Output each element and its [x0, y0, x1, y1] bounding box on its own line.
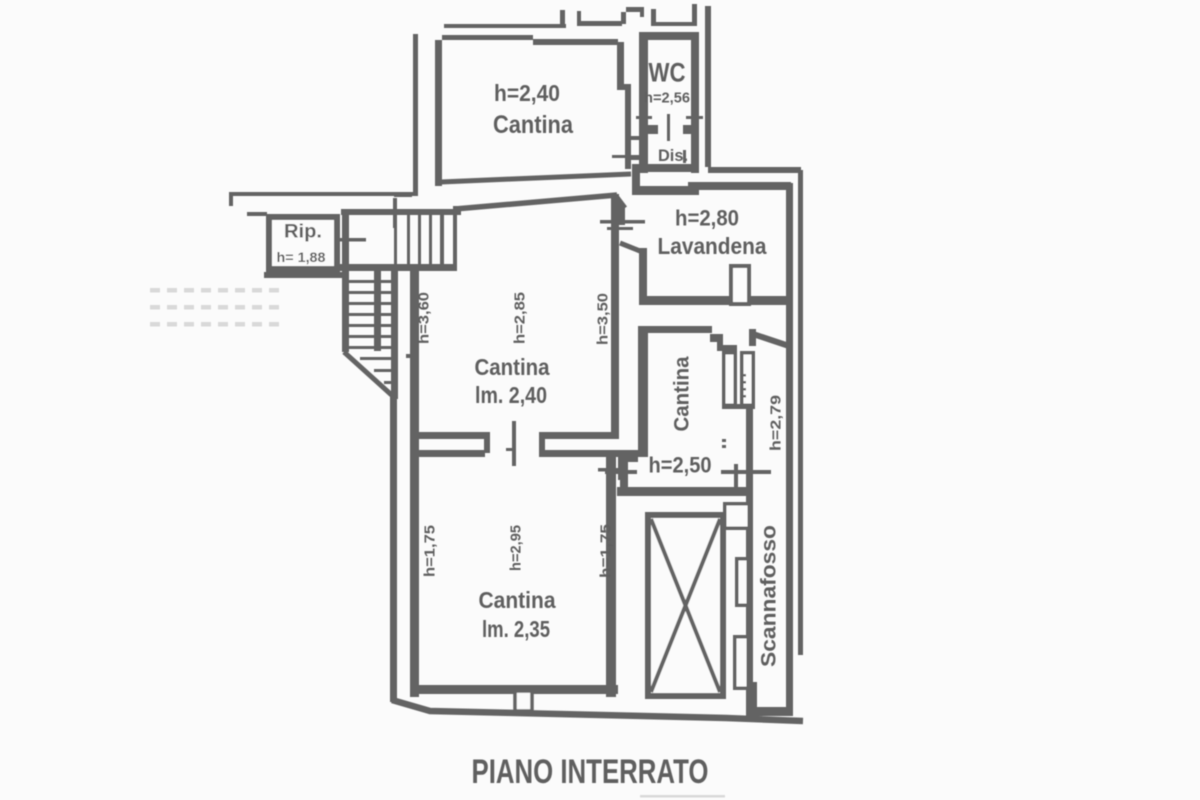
- svg-text:Rip.: Rip.: [284, 222, 322, 243]
- svg-text:Cantina: Cantina: [670, 356, 693, 431]
- svg-text:lm. 2,35: lm. 2,35: [482, 616, 550, 642]
- svg-text:Lavandena: Lavandena: [658, 233, 767, 259]
- svg-text:h=2,85: h=2,85: [511, 292, 528, 344]
- svg-text:Scannafosso: Scannafosso: [757, 525, 780, 667]
- svg-text:h=2,80: h=2,80: [675, 206, 739, 231]
- svg-text:Cantina: Cantina: [493, 111, 574, 139]
- svg-text:Cantina: Cantina: [479, 587, 556, 613]
- svg-text:lm. 2,40: lm. 2,40: [475, 382, 547, 408]
- svg-text:h=2,50: h=2,50: [649, 453, 712, 478]
- svg-text:h=1,75: h=1,75: [597, 524, 614, 578]
- svg-text:Dis.: Dis.: [658, 146, 688, 165]
- svg-text:h=1,75: h=1,75: [421, 525, 438, 577]
- svg-text:PIANO INTERRATO: PIANO INTERRATO: [472, 753, 709, 791]
- svg-text:WC: WC: [649, 57, 686, 87]
- svg-text:h=2,40: h=2,40: [494, 80, 560, 106]
- svg-text:Cantina: Cantina: [475, 354, 550, 380]
- svg-text:h=3,50: h=3,50: [594, 293, 611, 345]
- svg-text:h=2,56: h=2,56: [644, 89, 690, 106]
- svg-text:h=3,60: h=3,60: [415, 292, 432, 344]
- svg-text:h= 1,88: h= 1,88: [277, 249, 326, 265]
- svg-text:h=2,95: h=2,95: [507, 525, 524, 571]
- svg-text:h=2,79: h=2,79: [767, 395, 784, 451]
